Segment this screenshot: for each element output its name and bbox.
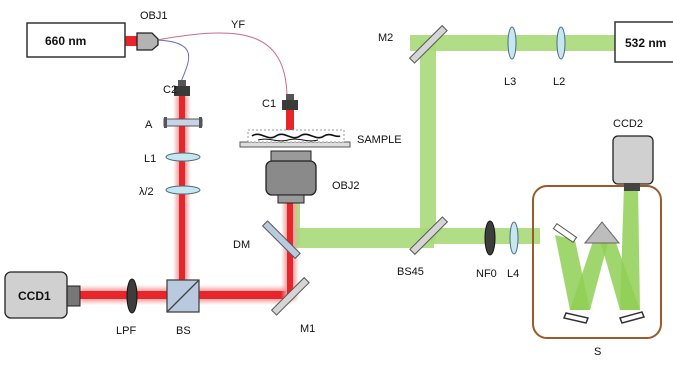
- fiber-obj1-to-c2: [156, 39, 190, 85]
- ccd2-camera: CCD2: [612, 118, 654, 191]
- bs45-label: BS45: [397, 266, 424, 278]
- red-beam-c1: [286, 110, 294, 140]
- bs-label: BS: [176, 325, 191, 337]
- lpf-label: LPF: [116, 325, 136, 337]
- mirror-m1: M1: [270, 276, 315, 335]
- lpf-filter: LPF: [116, 278, 138, 337]
- spectrometer-s: S: [532, 185, 662, 358]
- ccd2-label: CCD2: [613, 118, 643, 130]
- laser-660-label: 660 nm: [45, 34, 86, 48]
- lens-l1: L1: [144, 152, 201, 165]
- notch-filter-nf0: NF0: [476, 220, 497, 280]
- dm-label: DM: [233, 239, 250, 251]
- c1-collimator: C1: [262, 94, 298, 110]
- ccd1-camera: CCD1: [4, 271, 81, 319]
- l2-label: L2: [553, 76, 565, 88]
- green-beam-path: [286, 35, 640, 310]
- green-beam-s2: [570, 235, 610, 310]
- half-wave-label: λ/2: [139, 186, 154, 198]
- l4-label: L4: [507, 268, 519, 280]
- half-wave-plate: λ/2: [139, 185, 201, 198]
- lens-l3: L3: [504, 26, 517, 88]
- l1-label: L1: [144, 153, 156, 165]
- sample: SAMPLE: [239, 129, 402, 148]
- red-beam-laser-out: [125, 36, 147, 46]
- green-beam-s4: [620, 185, 640, 310]
- red-beam-path: [80, 36, 296, 302]
- sample-label: SAMPLE: [357, 134, 402, 146]
- laser-532: 532 nm: [614, 21, 673, 63]
- yf-label: YF: [231, 19, 245, 31]
- ccd1-label: CCD1: [18, 289, 51, 303]
- m2-label: M2: [378, 32, 393, 44]
- c2-collimator: C2: [163, 80, 190, 96]
- beam-splitter-bs45: BS45: [397, 216, 449, 278]
- green-beam-vertical: [420, 40, 436, 240]
- laser-532-label: 532 nm: [625, 36, 666, 50]
- laser-660: 660 nm: [26, 22, 126, 58]
- obj2: OBJ2: [265, 150, 360, 204]
- obj1-label: OBJ1: [140, 10, 168, 22]
- c2-label: C2: [163, 84, 177, 96]
- lens-l2: L2: [553, 26, 566, 88]
- m1-label: M1: [300, 323, 315, 335]
- lens-l4: L4: [507, 221, 519, 280]
- s-label: S: [594, 346, 601, 358]
- green-beam-to-dm: [292, 228, 434, 248]
- obj2-label: OBJ2: [332, 180, 360, 192]
- c1-label: C1: [262, 98, 276, 110]
- mirror-m2: M2: [378, 24, 448, 64]
- nf0-label: NF0: [476, 268, 497, 280]
- l3-label: L3: [504, 76, 516, 88]
- a-label: A: [145, 119, 153, 131]
- dichroic-mirror: DM: [233, 220, 301, 260]
- fiber-obj1-to-c1: [156, 32, 288, 96]
- aperture-a: A: [145, 117, 203, 131]
- beam-splitter-bs: BS: [166, 279, 200, 337]
- obj1: OBJ1: [136, 10, 168, 51]
